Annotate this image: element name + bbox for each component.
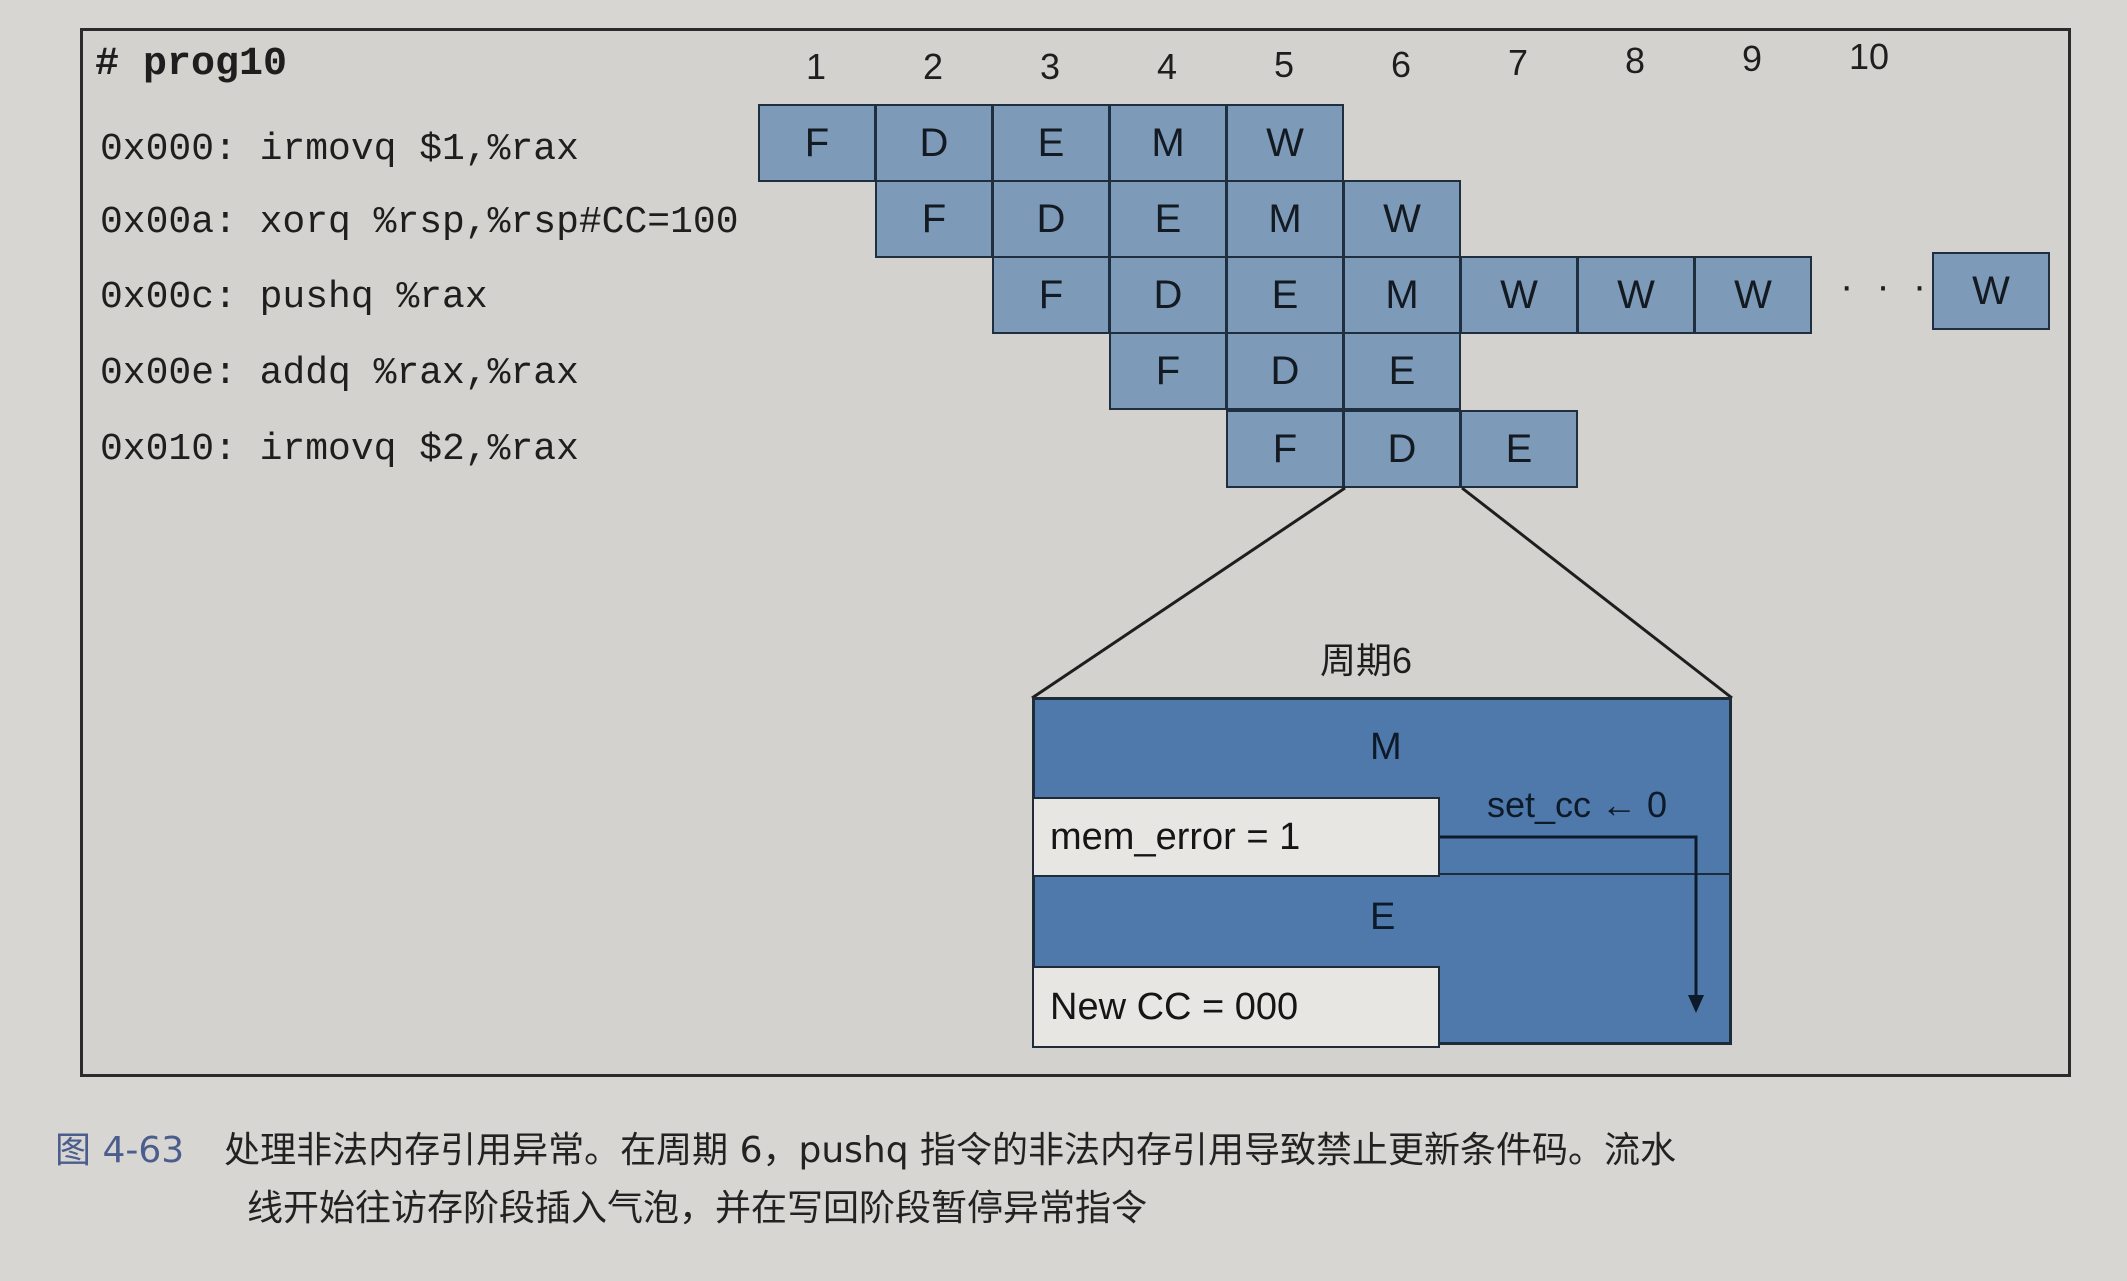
figure-number: 图 4-63	[55, 1130, 185, 1171]
stage-cell: F	[758, 104, 876, 182]
cycle-label: 3	[1039, 46, 1061, 87]
stage-cell: W	[1577, 256, 1695, 334]
stage-cell: F	[1109, 332, 1227, 410]
stage-cell: D	[875, 104, 993, 182]
cycle6-detail-box: M mem_error = 1 set_cc ← 0 E New CC = 00…	[1032, 697, 1732, 1048]
cycle-label: 2	[922, 46, 944, 87]
stage-cell: D	[1226, 332, 1344, 410]
set-cc-arrow	[1440, 835, 1704, 1013]
cycle-label: 7	[1507, 42, 1529, 83]
zoom-line-right	[1461, 486, 1733, 700]
new-cc-box: New CC = 000	[1032, 966, 1440, 1048]
stage-cell: F	[875, 180, 993, 258]
cycle-label: 8	[1624, 40, 1646, 81]
ellipsis: · · ·	[1840, 264, 1933, 308]
instruction-line-2: 0x00c: pushq %rax	[100, 276, 488, 319]
stage-cell: W	[1932, 252, 2050, 330]
stage-cell: D	[1343, 410, 1461, 488]
stage-m-label: M	[1370, 726, 1402, 768]
stage-cell: W	[1343, 180, 1461, 258]
stage-cell: W	[1226, 104, 1344, 182]
cycle-label: 9	[1741, 38, 1763, 79]
figure-caption: 图 4-63 处理非法内存引用异常。在周期 6，pushq 指令的非法内存引用导致…	[55, 1122, 1676, 1238]
set-cc-label: set_cc ← 0	[1487, 784, 1668, 825]
instruction-line-0: 0x000: irmovq $1,%rax	[100, 128, 579, 171]
caption-line-1: 处理非法内存引用异常。在周期 6，pushq 指令的非法内存引用导致禁止更新条件…	[224, 1130, 1677, 1171]
stage-cell: F	[1226, 410, 1344, 488]
instruction-line-3: 0x00e: addq %rax,%rax	[100, 352, 579, 395]
stage-cell: E	[1343, 332, 1461, 410]
stage-cell: W	[1694, 256, 1812, 334]
cycle-label: 1	[805, 46, 827, 87]
stage-cell: D	[992, 180, 1110, 258]
stage-cell: W	[1460, 256, 1578, 334]
stage-cell: E	[1109, 180, 1227, 258]
cycle-label: 5	[1273, 44, 1295, 85]
stage-e-label: E	[1370, 896, 1396, 938]
program-title: # prog10	[95, 42, 288, 87]
instruction-line-1: 0x00a: xorq %rsp,%rsp#CC=100	[100, 201, 739, 244]
instruction-line-4: 0x010: irmovq $2,%rax	[100, 428, 579, 471]
cycle-label: 10	[1848, 36, 1890, 77]
stage-cell: E	[1460, 410, 1578, 488]
zoom-title: 周期6	[1320, 640, 1413, 681]
cycle-label: 4	[1156, 46, 1178, 87]
stage-cell: E	[1226, 256, 1344, 334]
caption-line-2: 线开始往访存阶段插入气泡，并在写回阶段暂停异常指令	[247, 1188, 1148, 1229]
mem-error-box: mem_error = 1	[1032, 797, 1440, 877]
cycle-label: 6	[1390, 44, 1412, 85]
zoom-line-left	[1031, 486, 1346, 700]
